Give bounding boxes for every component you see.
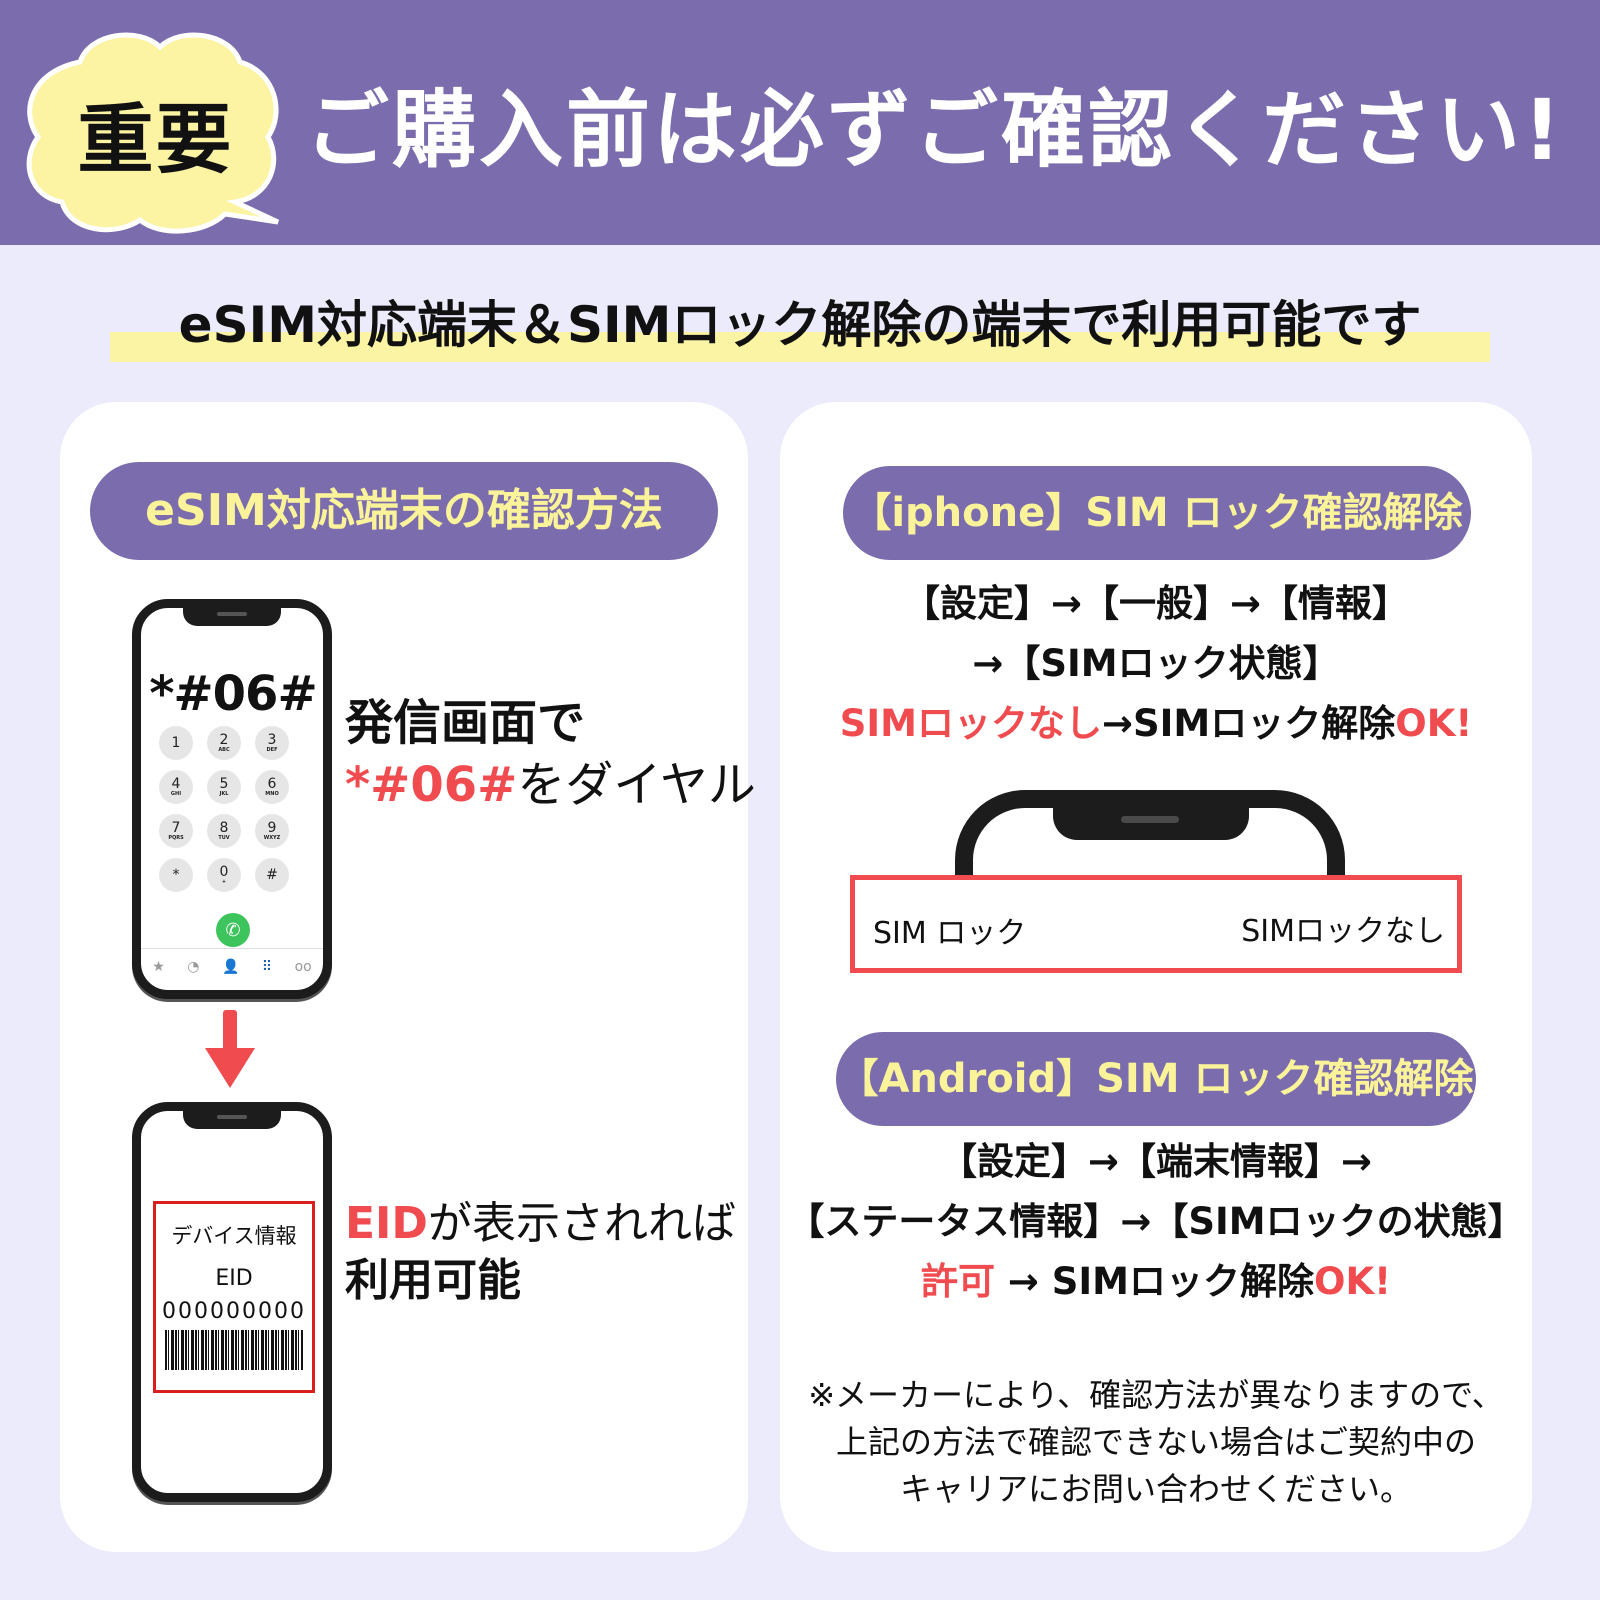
person-icon: 👤 bbox=[221, 958, 240, 975]
step2-line1-rest: が表示されれば bbox=[427, 1198, 736, 1249]
key-hash: # bbox=[255, 858, 289, 892]
unlock-text: → SIMロック解除 bbox=[995, 1260, 1314, 1303]
step2-line1: EIDが表示されれば bbox=[345, 1195, 736, 1252]
esim-check-heading: eSIM対応端末の確認方法 bbox=[90, 462, 718, 560]
step1-line2: *#06#をダイヤル bbox=[345, 754, 756, 816]
device-info-box: デバイス情報 EID 000000000 bbox=[153, 1201, 315, 1393]
subtitle: eSIM対応端末＆SIMロック解除の端末で利用可能です bbox=[110, 290, 1490, 362]
step2-eid: EID bbox=[345, 1198, 428, 1249]
speech-bubble-icon bbox=[26, 32, 280, 234]
no-sim-lock-text: SIMロックなし bbox=[839, 702, 1102, 745]
android-sim-lock-heading: 【Android】SIM ロック確認解除 bbox=[836, 1032, 1476, 1126]
step1-line2-rest: をダイヤル bbox=[517, 757, 756, 814]
eid-phone-illustration: デバイス情報 EID 000000000 bbox=[132, 1102, 332, 1502]
step1-line1: 発信画面で bbox=[345, 695, 586, 751]
iphone-step-line2: →【SIMロック状態】 bbox=[972, 642, 1340, 685]
important-badge: 重要 bbox=[77, 95, 234, 184]
barcode-icon bbox=[165, 1330, 303, 1370]
sim-lock-status-box: SIM ロック SIMロックなし bbox=[850, 875, 1462, 973]
key-star: * bbox=[159, 858, 193, 892]
subtitle-highlight bbox=[110, 332, 1490, 362]
sim-lock-value: SIMロックなし bbox=[1241, 914, 1445, 949]
down-arrow-icon bbox=[205, 1010, 255, 1088]
key-0: 0+ bbox=[207, 858, 241, 892]
iphone-step-line1: 【設定】→【一般】→【情報】 bbox=[902, 582, 1409, 625]
phone-notch bbox=[183, 1109, 281, 1129]
important-speech-bubble: 重要 bbox=[20, 22, 285, 237]
sim-lock-card: 【iphone】SIM ロック確認解除 【設定】→【一般】→【情報】 →【SIM… bbox=[780, 402, 1532, 1552]
eid-number: 000000000 bbox=[162, 1299, 306, 1324]
step1-code: *#06# bbox=[345, 757, 518, 814]
allowed-text: 許可 bbox=[921, 1260, 995, 1303]
ok-text: OK! bbox=[1395, 702, 1473, 745]
phone-icon: ✆ bbox=[216, 913, 250, 947]
iphone-step-line3: SIMロックなし→SIMロック解除OK! bbox=[780, 694, 1532, 754]
subtitle-text: eSIM対応端末＆SIMロック解除の端末で利用可能です bbox=[178, 296, 1422, 354]
note-line1: ※メーカーにより、確認方法が異なりますので、 bbox=[808, 1376, 1504, 1414]
sim-lock-label: SIM ロック bbox=[873, 916, 1027, 951]
step2-line2: 利用可能 bbox=[345, 1255, 521, 1307]
voicemail-icon: oo bbox=[294, 958, 312, 975]
step1-description: 発信画面で *#06#をダイヤル bbox=[345, 692, 756, 817]
step2-description: EIDが表示されれば 利用可能 bbox=[345, 1195, 736, 1309]
dialer-tabbar: ★ ◔ 👤 ⠿ oo bbox=[141, 948, 323, 984]
phone-notch bbox=[1053, 804, 1249, 840]
eid-label: EID bbox=[215, 1266, 253, 1291]
android-step-line3: 許可 → SIMロック解除OK! bbox=[780, 1252, 1532, 1312]
android-steps: 【設定】→【端末情報】→ 【ステータス情報】→【SIMロックの状態】 許可 → … bbox=[780, 1132, 1532, 1312]
iphone-sim-lock-heading: 【iphone】SIM ロック確認解除 bbox=[843, 466, 1471, 560]
dial-code-display: *#06# bbox=[149, 666, 317, 722]
iphone-steps: 【設定】→【一般】→【情報】 →【SIMロック状態】 SIMロックなし→SIMロ… bbox=[780, 574, 1532, 754]
note-line2: 上記の方法で確認できない場合はご契約中の bbox=[835, 1423, 1476, 1461]
note-line3: キャリアにお問い合わせください。 bbox=[899, 1470, 1412, 1508]
device-info-title: デバイス情報 bbox=[171, 1224, 297, 1248]
header-banner: 重要 ご購入前は必ずご確認ください! bbox=[0, 0, 1600, 245]
keypad-icon: ⠿ bbox=[261, 958, 273, 975]
unlock-text: →SIMロック解除 bbox=[1101, 702, 1396, 745]
android-step-line2: 【ステータス情報】→【SIMロックの状態】 bbox=[787, 1200, 1525, 1243]
android-step-line1: 【設定】→【端末情報】→ bbox=[939, 1140, 1372, 1183]
key-1: 1 bbox=[159, 726, 193, 760]
phone-notch bbox=[183, 606, 281, 626]
clock-icon: ◔ bbox=[187, 958, 200, 975]
manufacturer-note: ※メーカーにより、確認方法が異なりますので、 上記の方法で確認できない場合はご契… bbox=[780, 1372, 1532, 1513]
star-icon: ★ bbox=[152, 958, 165, 975]
ok-text: OK! bbox=[1314, 1260, 1391, 1303]
banner-title: ご購入前は必ずご確認ください! bbox=[305, 81, 1565, 179]
